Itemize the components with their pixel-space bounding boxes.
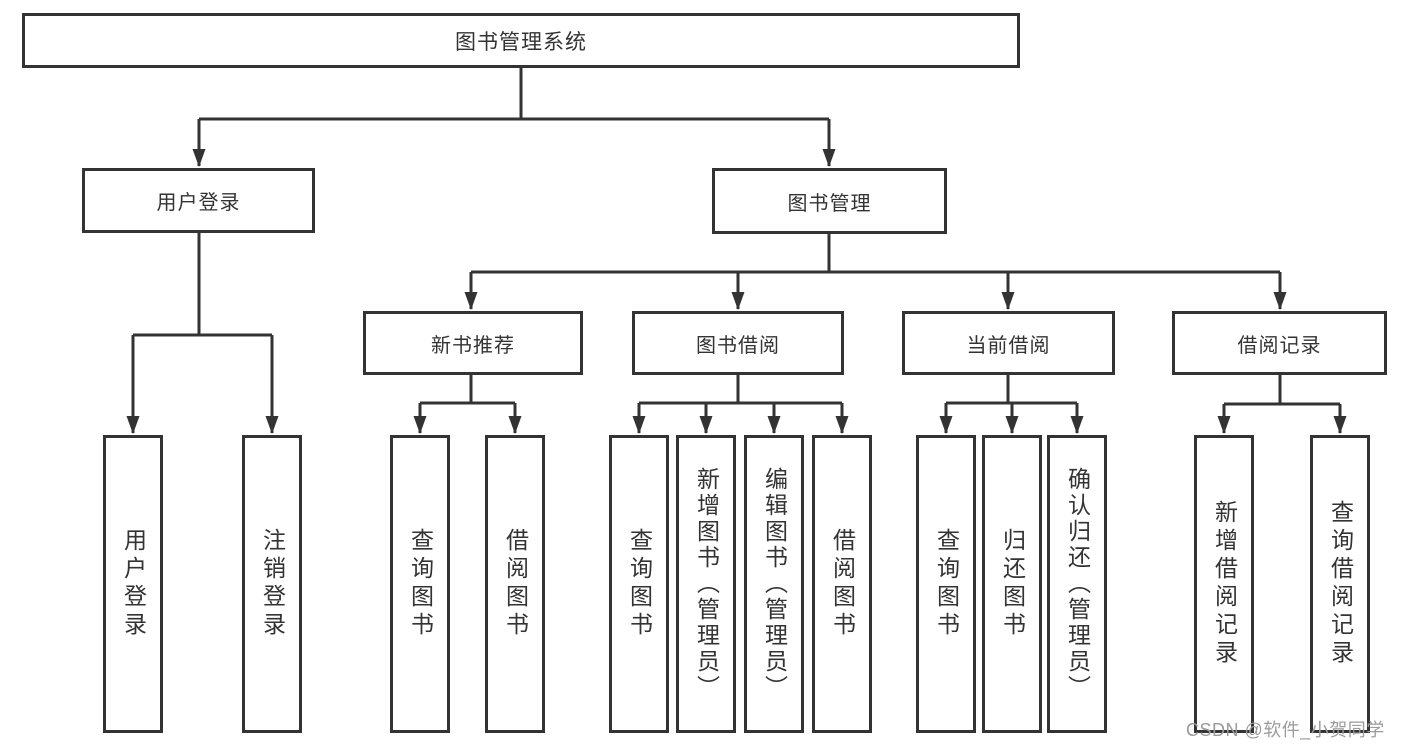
leaf-query-borrow-record: 查询借阅记录: [1310, 435, 1370, 733]
node-borrowing-records: 借阅记录: [1172, 311, 1387, 375]
leaf-edit-book-admin: 编辑图书（管理员）: [744, 435, 804, 733]
leaf-query-books-borrowing: 查询图书: [609, 435, 669, 733]
node-user-login: 用户登录: [82, 168, 315, 233]
node-user-login-label: 用户登录: [156, 192, 241, 214]
leaf-query-books-recommend: 查询图书: [390, 435, 450, 733]
leaf-logout-label: 注销登录: [259, 528, 286, 640]
node-book-borrowing-label: 图书借阅: [696, 334, 780, 357]
node-root-label: 图书管理系统: [455, 30, 587, 54]
leaf-edit-book-admin-label: 编辑图书（管理员）: [761, 467, 788, 701]
leaf-query-books-current-label: 查询图书: [933, 528, 960, 640]
leaf-query-books-borrowing-label: 查询图书: [626, 528, 653, 640]
leaf-borrow-books-borrowing: 借阅图书: [812, 435, 872, 733]
leaf-borrow-books-borrowing-label: 借阅图书: [829, 528, 856, 640]
node-current-borrowing-label: 当前借阅: [966, 334, 1051, 357]
leaf-user-login-label: 用户登录: [120, 528, 147, 640]
leaf-return-books: 归还图书: [982, 435, 1042, 733]
leaf-user-login: 用户登录: [103, 435, 163, 733]
node-book-management: 图书管理: [712, 168, 947, 234]
node-borrowing-records-label: 借阅记录: [1237, 334, 1322, 357]
node-new-book-recommendation-label: 新书推荐: [431, 334, 515, 357]
leaf-query-books-recommend-label: 查询图书: [407, 528, 434, 640]
node-new-book-recommendation: 新书推荐: [363, 311, 583, 375]
leaf-confirm-return-admin: 确认归还（管理员）: [1047, 435, 1107, 733]
leaf-borrow-books-recommend: 借阅图书: [485, 435, 545, 733]
watermark: CSDN @软件_小贺同学: [1186, 720, 1385, 740]
leaf-add-book-admin: 新增图书（管理员）: [676, 435, 736, 733]
node-current-borrowing: 当前借阅: [902, 311, 1115, 375]
leaf-query-borrow-record-label: 查询借阅记录: [1327, 500, 1354, 668]
leaf-query-books-current: 查询图书: [916, 435, 976, 733]
leaf-logout: 注销登录: [242, 435, 302, 733]
node-root: 图书管理系统: [22, 13, 1020, 68]
node-book-borrowing: 图书借阅: [632, 311, 844, 375]
leaf-confirm-return-admin-label: 确认归还（管理员）: [1064, 467, 1091, 701]
leaf-return-books-label: 归还图书: [999, 528, 1026, 640]
node-book-management-label: 图书管理: [787, 192, 872, 215]
leaf-add-borrow-record: 新增借阅记录: [1194, 435, 1254, 733]
leaf-add-borrow-record-label: 新增借阅记录: [1211, 500, 1238, 668]
leaf-add-book-admin-label: 新增图书（管理员）: [693, 467, 720, 701]
leaf-borrow-books-recommend-label: 借阅图书: [502, 528, 529, 640]
